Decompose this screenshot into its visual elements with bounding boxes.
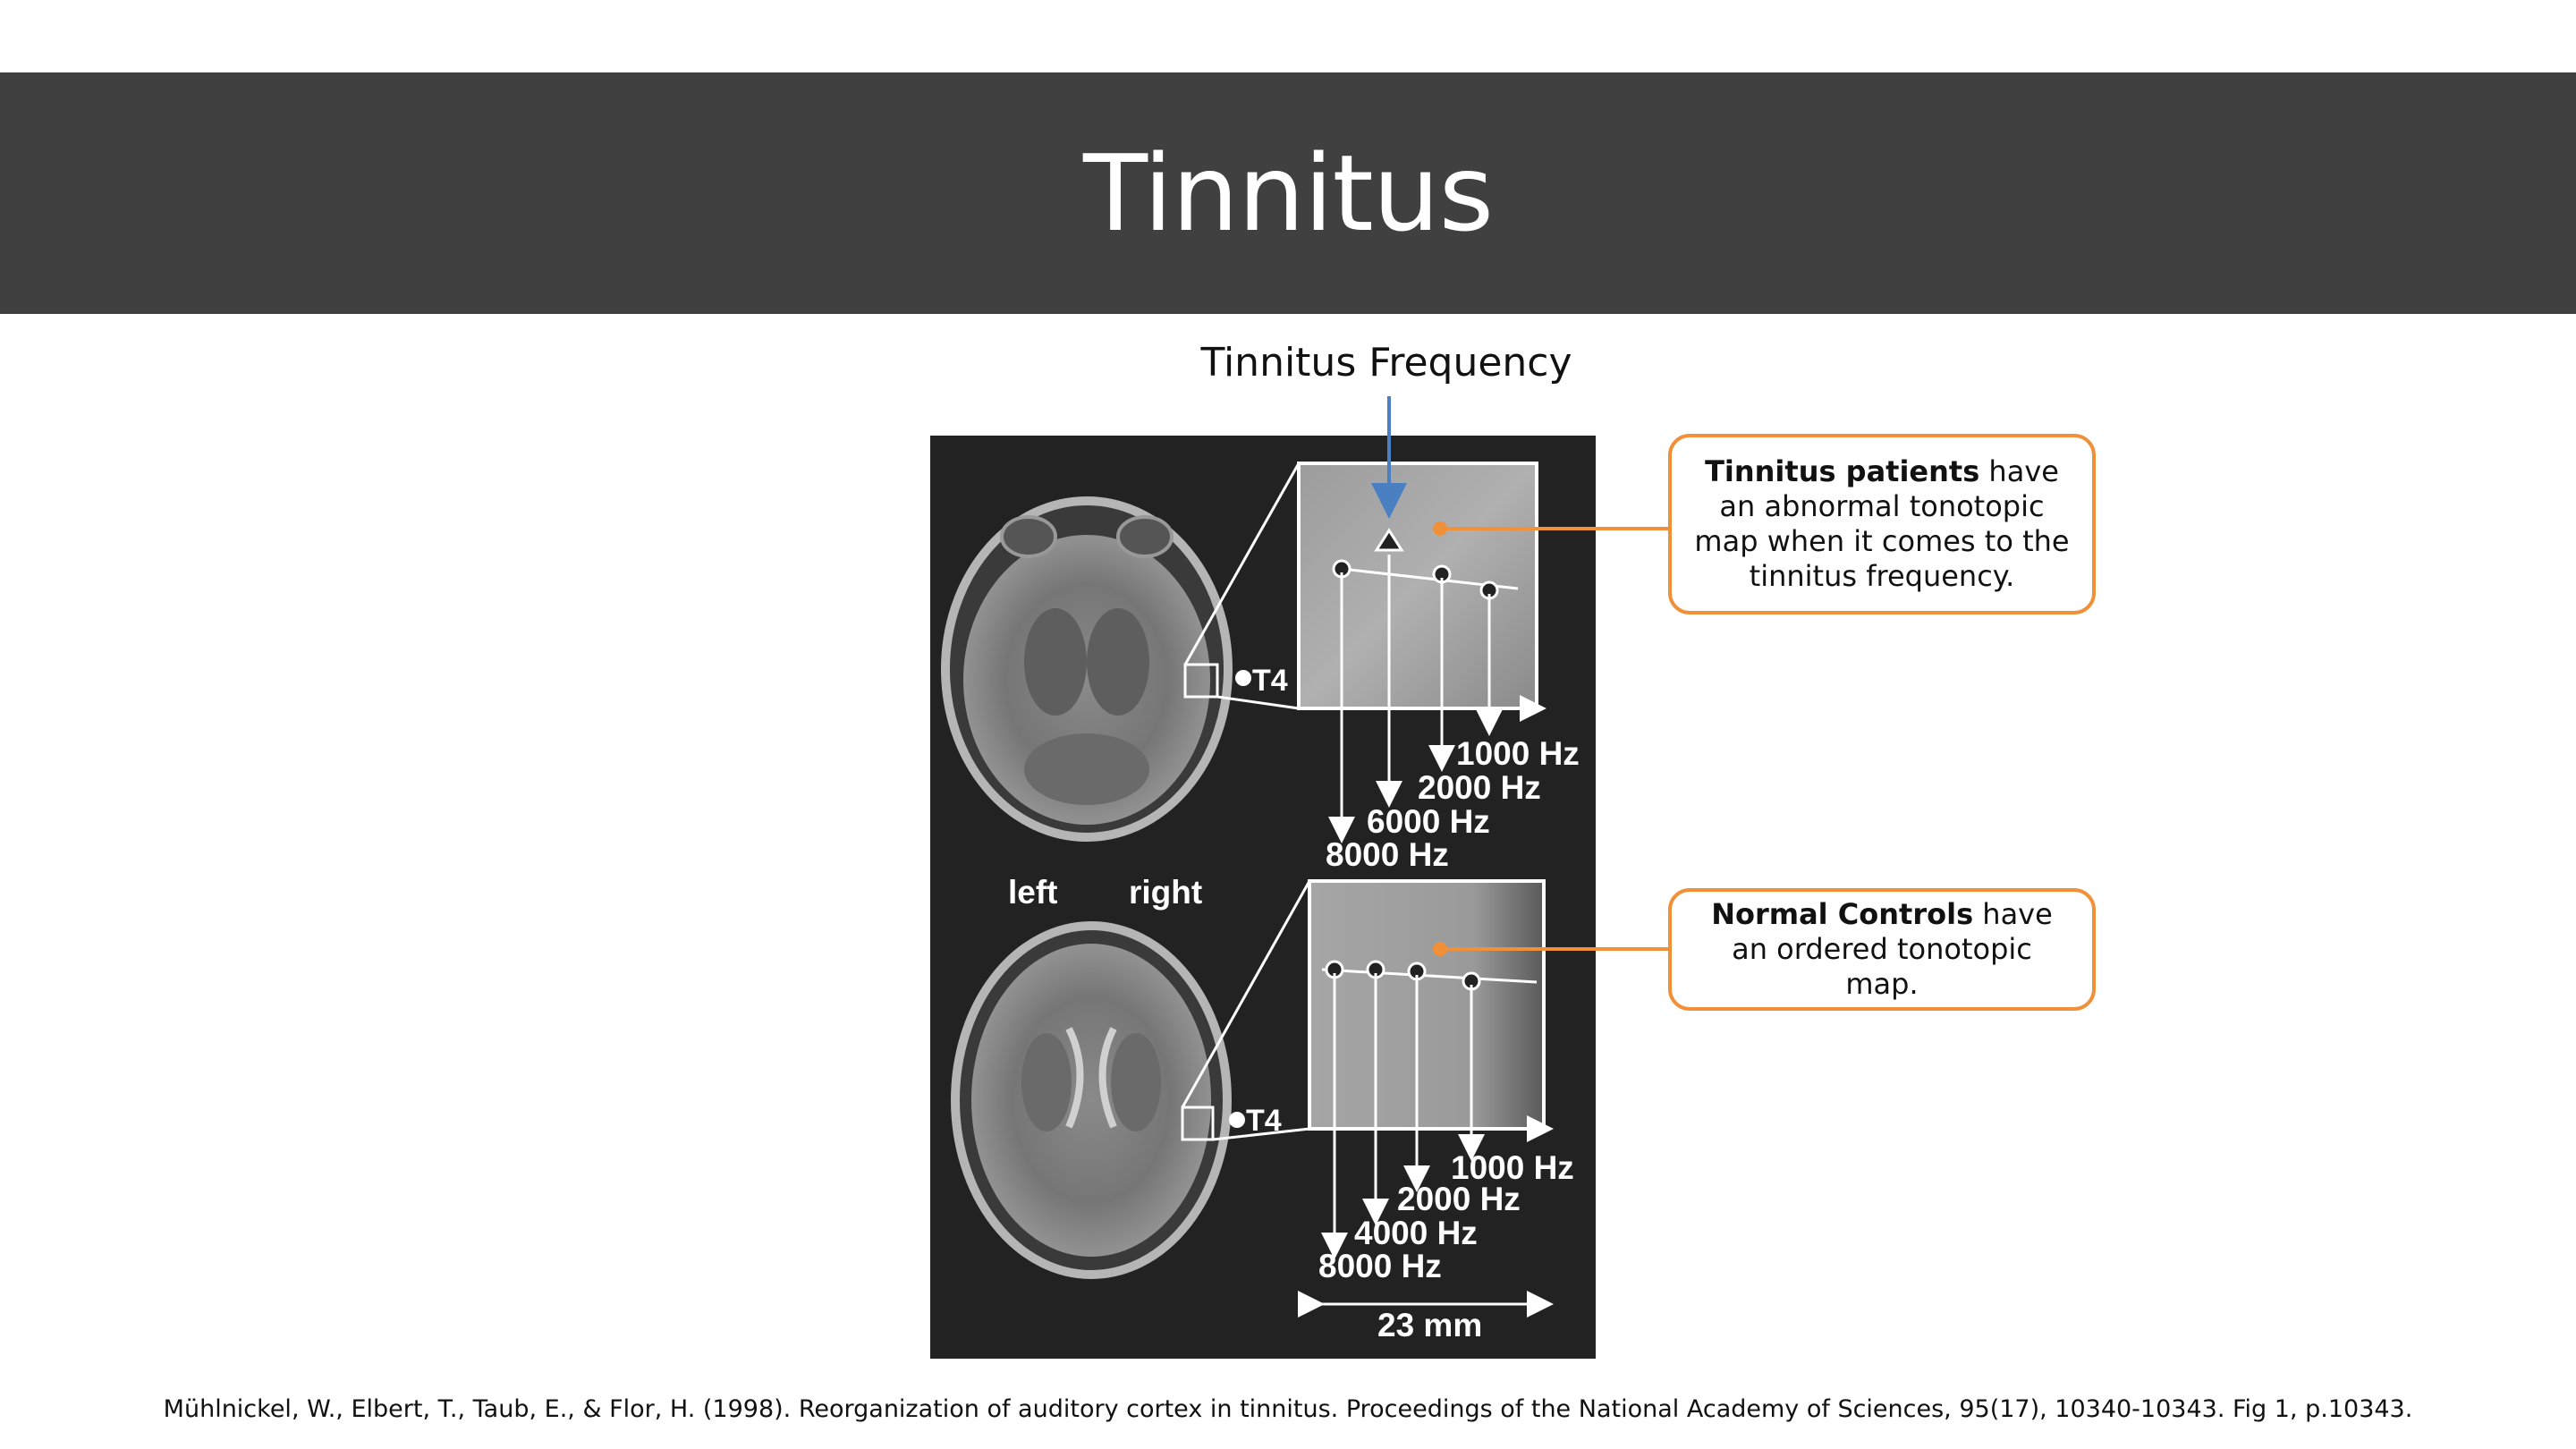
t4-marker-bottom	[1181, 1106, 1245, 1141]
callout-tinnitus-patients-text: Tinnitus patients have an abnormal tonot…	[1693, 454, 2071, 594]
callout-normal-controls-rest: have an ordered tonotopic map.	[1732, 897, 2053, 1001]
right-label: right	[1129, 874, 1202, 911]
callout-normal-controls: Normal Controls have an ordered tonotopi…	[1668, 888, 2096, 1011]
freq-label-bottom-4: 8000 Hz	[1318, 1248, 1442, 1284]
freq-label-top-1: 1000 Hz	[1456, 735, 1580, 772]
callout-tinnitus-patients-rest: have an abnormal tonotopic map when it c…	[1694, 454, 2070, 593]
dipole-points-bottom	[1325, 960, 1481, 991]
t4-marker-top	[1183, 663, 1251, 699]
freq-label-top-3: 6000 Hz	[1367, 803, 1490, 840]
freq-label-bottom-3: 4000 Hz	[1354, 1215, 1478, 1251]
freq-label-top-2: 2000 Hz	[1418, 769, 1541, 806]
t4-label-top: T4	[1252, 664, 1288, 698]
freq-label-top-4: 8000 Hz	[1326, 836, 1449, 873]
brain-scan-bottom	[951, 921, 1232, 1279]
frequency-arrows-bottom	[1309, 973, 1554, 1259]
callout-tinnitus-patients-bold: Tinnitus patients	[1705, 454, 1980, 488]
citation: Mühlnickel, W., Elbert, T., Taub, E., & …	[163, 1395, 2413, 1423]
freq-label-bottom-2: 2000 Hz	[1397, 1181, 1521, 1217]
frequency-arrows-top	[1306, 555, 1546, 843]
callout-normal-controls-bold: Normal Controls	[1711, 897, 1974, 931]
tonotopic-map-bottom	[1308, 879, 1546, 1131]
callout-tinnitus-patients: Tinnitus patients have an abnormal tonot…	[1668, 434, 2096, 614]
dipole-points-top	[1332, 528, 1499, 600]
freq-label-bottom-1: 1000 Hz	[1451, 1149, 1574, 1186]
left-label: left	[1008, 874, 1058, 911]
scale-label: 23 mm	[1377, 1307, 1482, 1343]
tinnitus-frequency-label: Tinnitus Frequency	[1200, 340, 1572, 386]
callout-normal-controls-text: Normal Controls have an ordered tonotopi…	[1693, 897, 2071, 1002]
title-bar	[0, 72, 2576, 314]
callout-connectors	[1433, 521, 1668, 956]
slide-title: Tinnitus	[1082, 131, 1494, 255]
brain-scan-top	[941, 496, 1233, 842]
